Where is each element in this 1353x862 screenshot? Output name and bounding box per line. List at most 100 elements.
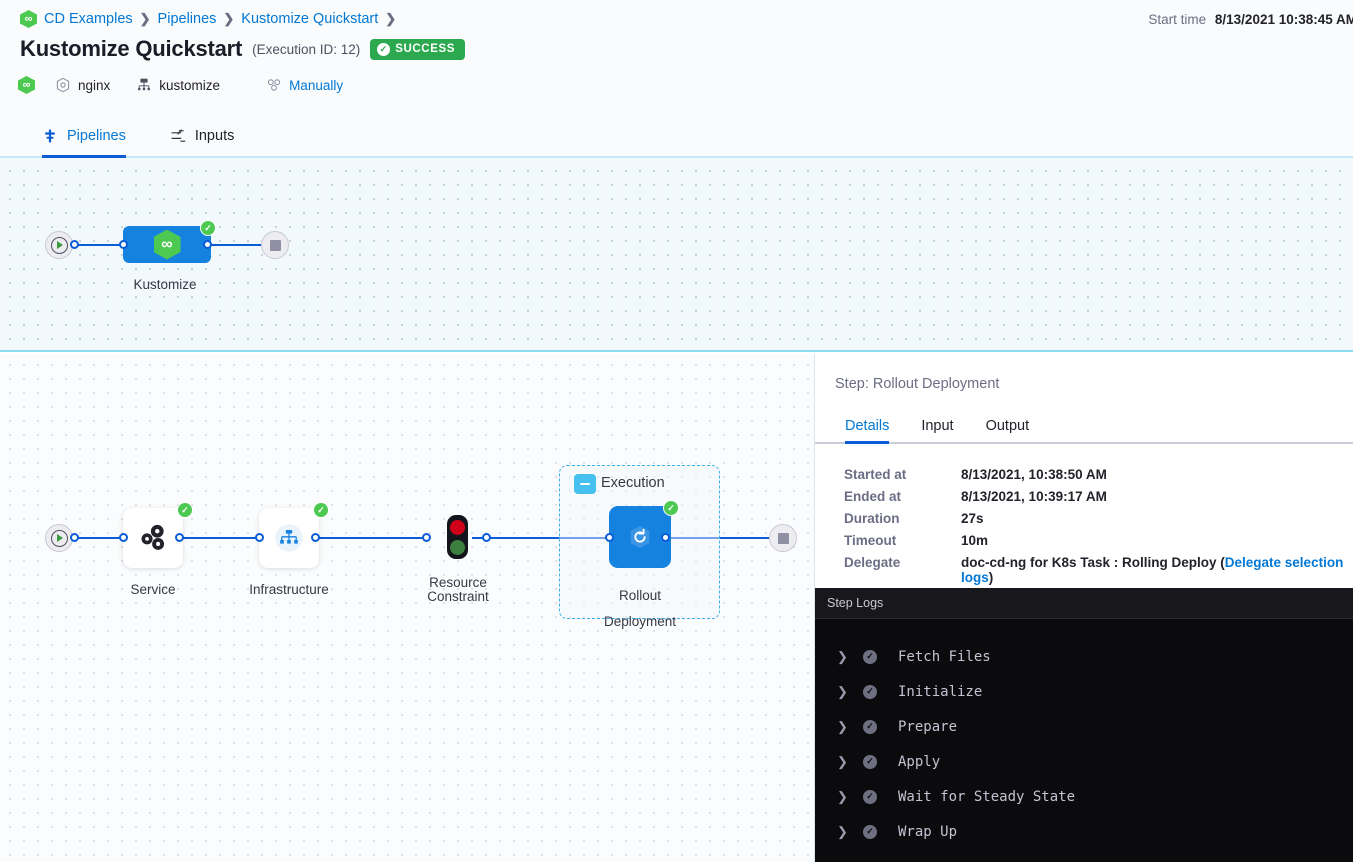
tab-output-label: Output [985, 418, 1030, 434]
stop-node[interactable] [261, 231, 289, 259]
pipeline-icon [45, 129, 55, 143]
tab-input[interactable]: Input [905, 418, 969, 442]
log-row[interactable]: ❯ ✓ Apply [815, 744, 1353, 779]
pipeline-graph-top[interactable]: ∞ ✓ Kustomize [0, 158, 1353, 352]
port [203, 240, 212, 249]
port [422, 533, 431, 542]
step-node-service[interactable] [123, 508, 183, 568]
edge [206, 244, 268, 246]
log-row-label: Wait for Steady State [898, 788, 1076, 805]
status-success-icon: ✓ [663, 500, 679, 516]
port [175, 533, 184, 542]
status-success-icon: ✓ [177, 502, 193, 518]
chevron-right-icon: ❯ [837, 788, 848, 804]
breadcrumb-item-cd-examples[interactable]: CD Examples [44, 11, 133, 27]
status-success-icon: ✓ [863, 649, 877, 664]
tab-output[interactable]: Output [970, 418, 1046, 442]
status-badge-label: SUCCESS [395, 43, 456, 55]
log-row-label: Initialize [898, 683, 983, 700]
stop-icon [777, 532, 789, 544]
stage-graph-bottom[interactable]: ✓ Service ✓ Infrastructure Resource Cons [0, 354, 815, 862]
tab-inputs[interactable]: Inputs [148, 128, 257, 156]
log-row[interactable]: ❯ ✓ Wrap Up [815, 814, 1353, 849]
meta-service-label: nginx [78, 77, 111, 93]
stop-node[interactable] [769, 524, 797, 552]
step-node-rollout-deployment[interactable] [609, 506, 671, 568]
breadcrumb-item-kustomize-quickstart[interactable]: Kustomize Quickstart [241, 11, 379, 27]
start-time-value: 8/13/2021 10:38:45 AM [1214, 12, 1353, 27]
meta-item-environment: kustomize [136, 77, 220, 93]
edge [314, 537, 426, 539]
start-node[interactable] [45, 524, 73, 552]
chevron-right-icon: ❯ [837, 753, 848, 769]
port [661, 533, 670, 542]
port [70, 533, 79, 542]
stage-node-label: Kustomize [133, 277, 197, 292]
step-details-title: Step: Rollout Deployment [835, 376, 1000, 392]
harness-hex-icon: ∞ [18, 76, 35, 94]
status-success-icon: ✓ [863, 789, 877, 804]
tab-details[interactable]: Details [829, 418, 905, 444]
chevron-right-icon: ❯ [837, 683, 848, 699]
log-row[interactable]: ❯ ✓ Fetch Files [815, 639, 1353, 674]
minus-icon[interactable] [574, 474, 596, 494]
meta-trigger-label[interactable]: Manually [289, 77, 344, 93]
detail-label-duration: Duration [844, 511, 900, 526]
port [70, 240, 79, 249]
breadcrumb: ∞ CD Examples ❯ Pipelines ❯ Kustomize Qu… [20, 10, 396, 28]
stage-node-kustomize[interactable]: ∞ [123, 226, 211, 263]
log-row[interactable]: ❯ ✓ Prepare [815, 709, 1353, 744]
edge [472, 537, 612, 539]
step-logs-panel: Step Logs ❯ ✓ Fetch Files ❯ ✓ Initialize… [815, 588, 1353, 862]
port [255, 533, 264, 542]
service-hexagon-icon [56, 77, 70, 93]
edge [178, 537, 266, 539]
harness-hex-icon: ∞ [20, 10, 37, 28]
edge [74, 244, 128, 246]
detail-value-delegate: doc-cd-ng for K8s Task : Rolling Deploy … [961, 555, 1353, 585]
status-badge: ✓ SUCCESS [370, 38, 466, 60]
detail-label-started-at: Started at [844, 467, 907, 482]
breadcrumb-separator: ❯ [223, 11, 235, 26]
service-icon [141, 524, 165, 550]
detail-value-delegate-text: doc-cd-ng for K8s Task : Rolling Deploy … [961, 555, 1225, 570]
status-success-icon: ✓ [863, 719, 877, 734]
rollout-icon [630, 525, 650, 549]
chevron-right-icon: ❯ [837, 648, 848, 664]
step-node-infrastructure-label: Infrastructure [249, 582, 329, 597]
breadcrumb-item-pipelines[interactable]: Pipelines [157, 11, 217, 27]
port [311, 533, 320, 542]
play-icon [50, 236, 68, 254]
log-row-label: Apply [898, 753, 941, 770]
step-details-list: Started at 8/13/2021, 10:38:50 AM Ended … [844, 467, 1353, 585]
log-row-label: Prepare [898, 718, 958, 735]
status-success-icon: ✓ [863, 684, 877, 699]
step-node-resource-constraint-label: Resource Constraint [427, 575, 489, 605]
edge [74, 537, 130, 539]
main-tabbar: Pipelines Inputs [0, 110, 1353, 158]
log-row[interactable]: ❯ ✓ Initialize [815, 674, 1353, 709]
harness-hex-icon: ∞ [153, 229, 181, 260]
start-time-label: Start time [1148, 12, 1207, 27]
step-node-resource-constraint[interactable] [447, 515, 468, 559]
meta-item-harness: ∞ [18, 76, 35, 94]
execution-meta-row: ∞ nginx kustomize [18, 76, 343, 94]
log-row[interactable]: ❯ ✓ Wait for Steady State [815, 779, 1353, 814]
log-row-label: Fetch Files [898, 648, 991, 665]
delegate-selection-logs-link[interactable]: Delegate selection logs [961, 555, 1344, 585]
infrastructure-icon [275, 524, 303, 552]
log-row-label: Wrap Up [898, 823, 958, 840]
edge [665, 537, 780, 539]
step-details-tabs: Details Input Output [815, 412, 1353, 444]
play-icon [50, 529, 68, 547]
tab-pipelines[interactable]: Pipelines [20, 128, 148, 158]
port [119, 533, 128, 542]
execution-id: (Execution ID: 12) [252, 41, 361, 57]
step-logs-header: Step Logs [815, 588, 1353, 619]
check-icon: ✓ [377, 42, 391, 56]
meta-item-trigger[interactable]: Manually [266, 77, 343, 93]
step-node-infrastructure[interactable] [259, 508, 319, 568]
detail-label-delegate: Delegate [844, 555, 901, 570]
start-node[interactable] [45, 231, 73, 259]
step-node-service-label: Service [130, 582, 176, 597]
